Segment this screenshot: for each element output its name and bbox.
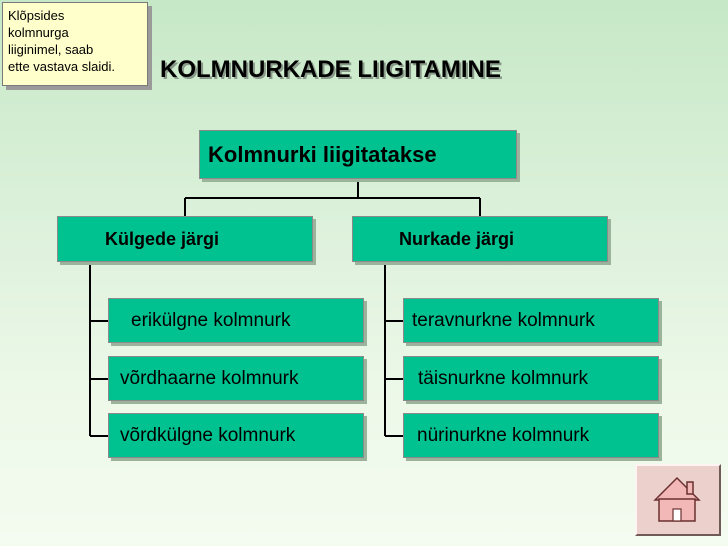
link-obtuse-triangle[interactable]: nürinurkne kolmnurk	[403, 413, 659, 458]
category-label: Külgede järgi	[105, 228, 220, 249]
link-right-triangle[interactable]: täisnurkne kolmnurk	[403, 356, 659, 401]
home-icon	[653, 476, 701, 522]
link-scalene-triangle[interactable]: erikülgne kolmnurk	[108, 298, 364, 343]
category-sides: Külgede järgi	[57, 216, 313, 262]
link-label: nürinurkne kolmnurk	[417, 424, 590, 446]
link-isosceles-triangle[interactable]: võrdhaarne kolmnurk	[108, 356, 364, 401]
note-line: Klõpsides	[8, 8, 65, 23]
root-box: Kolmnurki liigitatakse	[199, 130, 517, 179]
note-line: liiginimel, saab	[8, 42, 94, 57]
note-line: kolmnurga	[8, 25, 69, 40]
category-label: Nurkade järgi	[399, 228, 515, 249]
home-button[interactable]	[635, 464, 721, 536]
link-label: täisnurkne kolmnurk	[418, 367, 589, 389]
link-label: võrdkülgne kolmnurk	[120, 424, 296, 446]
instruction-note: Klõpsides kolmnurga liiginimel, saab ett…	[2, 2, 148, 86]
category-angles: Nurkade järgi	[352, 216, 608, 262]
link-label: teravnurkne kolmnurk	[412, 309, 595, 331]
note-line: ette vastava slaidi.	[8, 59, 115, 74]
link-equilateral-triangle[interactable]: võrdkülgne kolmnurk	[108, 413, 364, 458]
slide-title: KOLMNURKADE LIIGITAMINE	[160, 56, 501, 83]
root-label: Kolmnurki liigitatakse	[208, 141, 437, 167]
link-label: erikülgne kolmnurk	[131, 309, 291, 331]
link-acute-triangle[interactable]: teravnurkne kolmnurk	[403, 298, 659, 343]
link-label: võrdhaarne kolmnurk	[120, 367, 299, 389]
